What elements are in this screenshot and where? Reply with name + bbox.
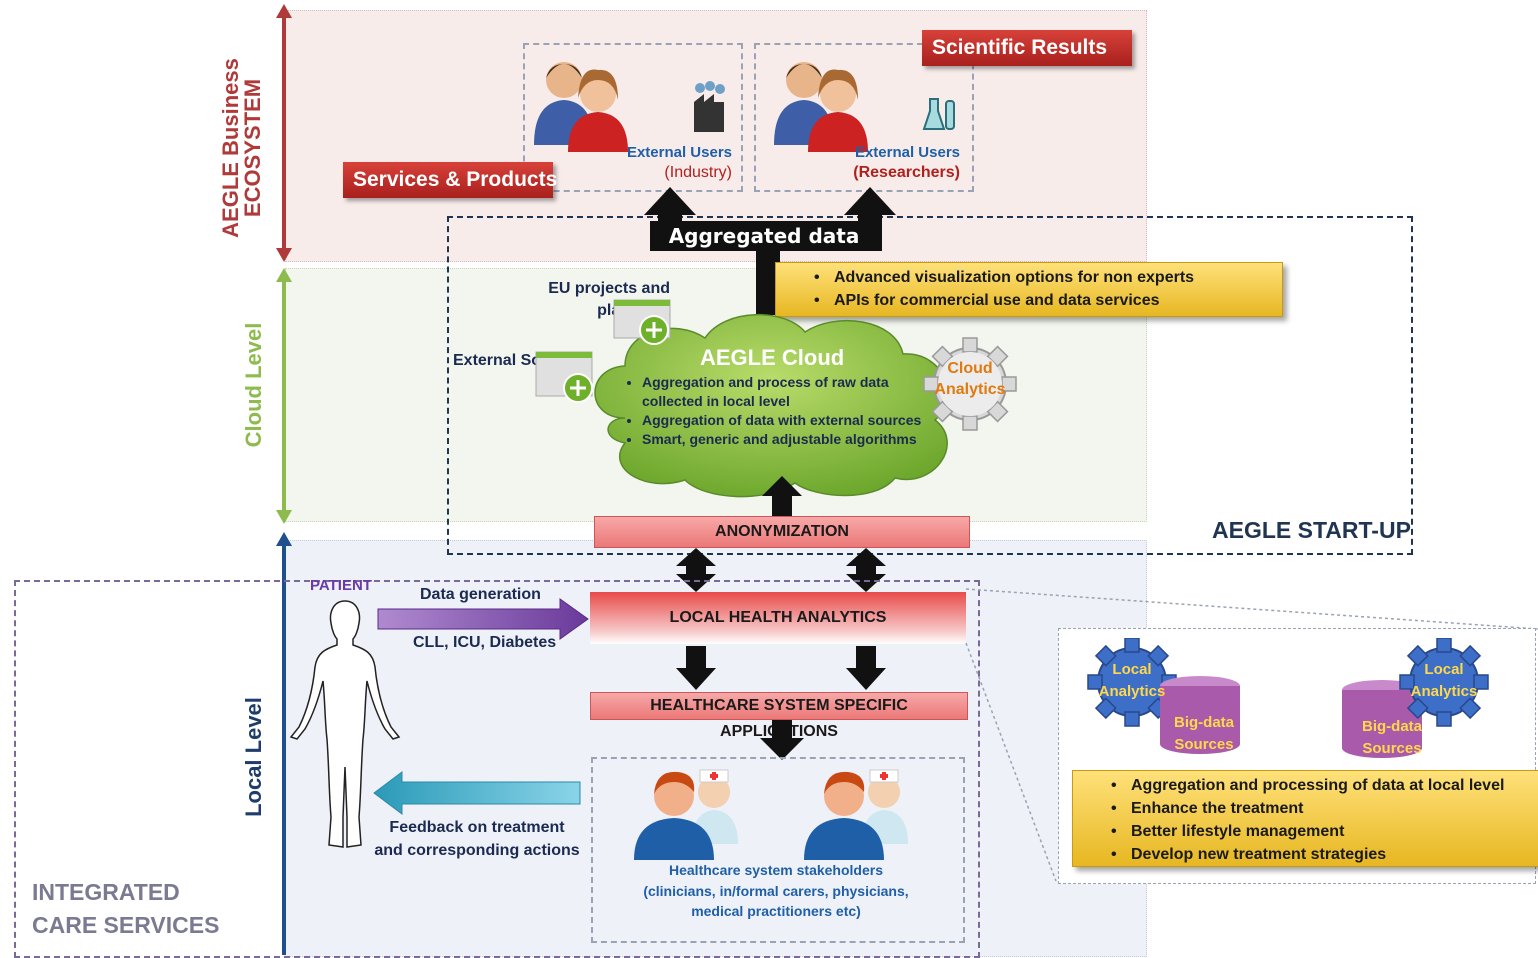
startup-box — [447, 216, 1413, 555]
lab-flask-icon — [922, 98, 955, 130]
big-data-label-1: Big-data Sources — [1174, 714, 1234, 753]
local-analytics-label-2: Local Analytics — [1410, 661, 1478, 700]
cloud-title: AEGLE Cloud — [700, 345, 845, 370]
local-analytics-label-1: Local Analytics — [1098, 661, 1166, 700]
stakeholders-title: Healthcare system stakeholders — [669, 862, 883, 878]
researcher-users-sub: (Researchers) — [853, 164, 960, 181]
industry-users-sub: (Industry) — [664, 164, 732, 181]
cloud-bullet-item: Aggregation of data with external source… — [642, 411, 935, 430]
researcher-users-label: External Users — [854, 144, 960, 161]
scientific-results-label: Scientific Results — [922, 30, 1132, 66]
cloud-feature-item: Advanced visualization options for non e… — [814, 266, 1272, 289]
researcher-people-icon — [774, 62, 868, 152]
local-analytics-gear-icon-2 — [1342, 638, 1489, 758]
researcher-users-box — [754, 43, 974, 192]
factory-icon — [694, 81, 725, 132]
cloud-feature-item: APIs for commercial use and data service… — [814, 289, 1272, 312]
startup-label: AEGLE START-UP — [1212, 517, 1411, 543]
stakeholders-down-arrow — [760, 720, 804, 760]
cloud-features-box: Advanced visualization options for non e… — [775, 262, 1283, 317]
local-feature-item: Develop new treatment strategies — [1111, 843, 1533, 866]
cloud-bullet-item: Smart, generic and adjustable algorithms — [642, 430, 935, 449]
local-feature-item: Better lifestyle management — [1111, 820, 1533, 843]
feedback-arrow — [373, 771, 581, 815]
industry-users-box — [523, 43, 743, 192]
cloud-analytics-label: Cloud Analytics — [934, 360, 1006, 398]
anonymization-bar: ANONYMIZATION — [594, 516, 970, 548]
conditions-label: CLL, ICU, Diabetes — [413, 634, 557, 651]
aggregated-data-label: Aggregated data — [668, 224, 860, 248]
eu-projects-db-icon — [613, 299, 671, 345]
cloud-bullets: Aggregation and process of raw data coll… — [620, 373, 935, 449]
industry-people-icon — [534, 62, 628, 152]
industry-users-label: External Users — [626, 144, 732, 161]
cloud-level-label: Cloud Level — [241, 322, 266, 448]
integrated-care-label: INTEGRATED CARE SERVICES — [32, 879, 220, 938]
local-analytics-gear-icon-1 — [1087, 638, 1240, 754]
local-feature-item: Aggregation and processing of data at lo… — [1111, 774, 1533, 797]
external-sources-db-icon — [535, 351, 593, 403]
stakeholders-box — [591, 757, 965, 943]
local-health-analytics-bar: LOCAL HEALTH ANALYTICS — [590, 592, 966, 644]
cloud-analytics-gear-icon — [923, 337, 1017, 431]
apps-down-arrows — [676, 646, 886, 690]
patient-label: PATIENT — [310, 577, 372, 594]
local-features-box: Aggregation and processing of data at lo… — [1072, 770, 1538, 867]
feedback-label: Feedback on treatment and corresponding … — [374, 819, 580, 859]
anonymization-up-arrow — [762, 476, 802, 516]
doctor-nurse-icon-1 — [634, 769, 738, 860]
zoom-connector — [965, 588, 1538, 882]
data-generation-label: Data generation — [420, 586, 541, 603]
services-products-label: Services & Products — [343, 162, 557, 198]
patient-body-icon — [289, 600, 401, 848]
cloud-bullet-item: Aggregation and process of raw data coll… — [642, 373, 935, 411]
stakeholders-detail: (clinicians, in/formal carers, physician… — [643, 883, 909, 919]
big-data-label-2: Big-data Sources — [1362, 718, 1422, 757]
healthcare-apps-bar: HEALTHCARE SYSTEM SPECIFIC APPLICATIONS — [590, 692, 968, 740]
level-axes — [276, 4, 292, 955]
data-generation-arrow — [377, 598, 589, 640]
aggregated-data-arrows — [644, 187, 896, 315]
doctor-nurse-icon-2 — [804, 769, 908, 860]
local-feature-item: Enhance the treatment — [1111, 797, 1533, 820]
ecosystem-level-label: AEGLE Business ECOSYSTEM — [218, 58, 265, 238]
